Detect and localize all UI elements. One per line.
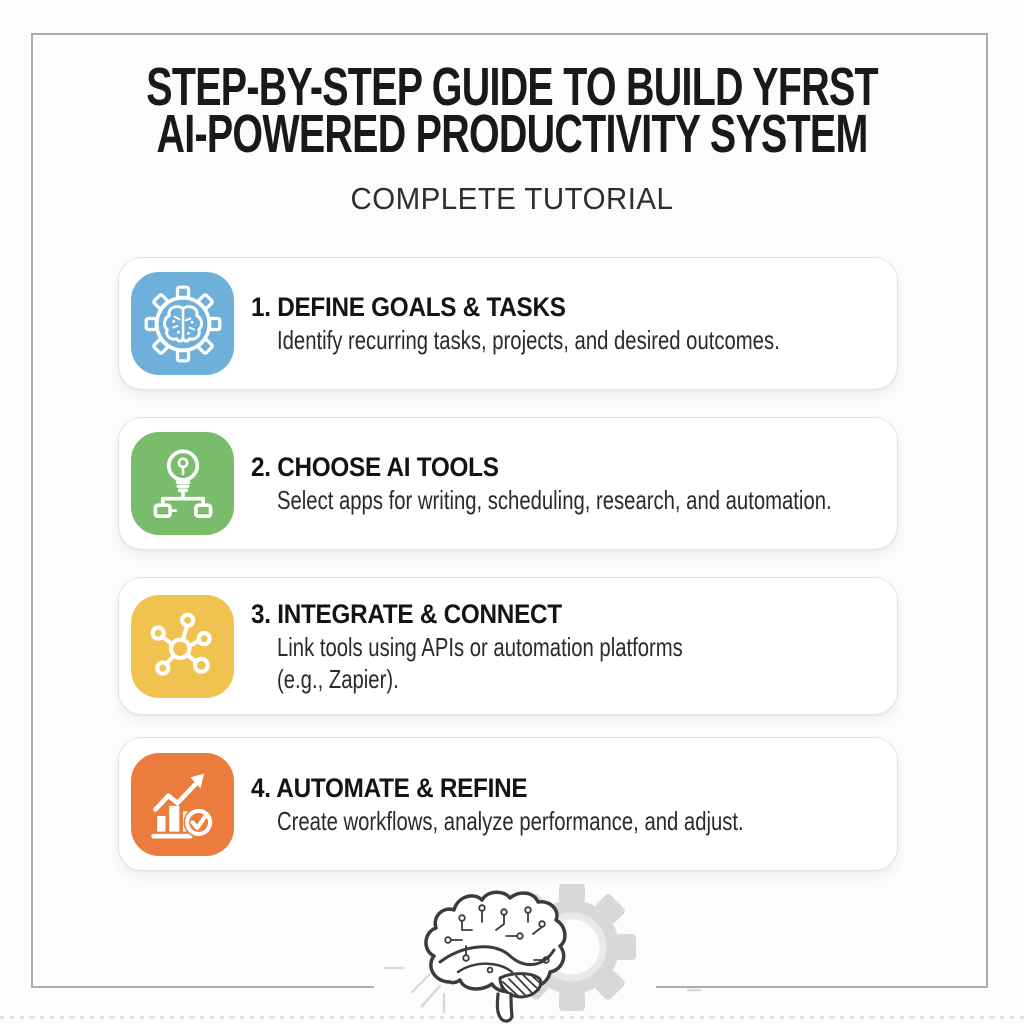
step-card-4: 4. AUTOMATE & REFINE Create workflows, a… <box>118 737 898 871</box>
lightbulb-flowchart-icon <box>131 432 234 535</box>
step-title: 3. INTEGRATE & CONNECT <box>251 598 562 629</box>
step-description: Link tools using APIs or automation plat… <box>277 631 683 662</box>
step-description: Create workflows, analyze performance, a… <box>277 805 744 836</box>
step-text-3: 3. INTEGRATE & CONNECT Link tools using … <box>251 598 797 695</box>
step-card-2: 2. CHOOSE AI TOOLS Select apps for writi… <box>118 417 898 550</box>
step-title: 4. AUTOMATE & REFINE <box>251 772 528 803</box>
step-text-2: 2. CHOOSE AI TOOLS Select apps for writi… <box>251 451 897 516</box>
step-card-1: 1. DEFINE GOALS & TASKS Identify recurri… <box>118 257 898 390</box>
step-description: Identify recurring tasks, projects, and … <box>277 325 780 355</box>
step-title: 2. CHOOSE AI TOOLS <box>251 452 499 482</box>
step-text-1: 1. DEFINE GOALS & TASKS Identify recurri… <box>251 291 897 356</box>
network-hub-icon <box>131 594 234 698</box>
header: STEP-BY-STEP GUIDE TO BUILD YFRST AI-POW… <box>0 57 1024 217</box>
growth-chart-check-icon <box>131 752 234 856</box>
page-title-line2: AI-POWERED PRODUCTIVITY SYSTEM <box>156 104 868 164</box>
gear-brain-icon <box>131 272 234 375</box>
page-title-line1: STEP-BY-STEP GUIDE TO BUILD YFRST <box>146 57 878 117</box>
brain-circuit-gear-illustration <box>383 884 702 1023</box>
page-subtitle: COMPLETE TUTORIAL <box>350 181 674 216</box>
step-card-3: 3. INTEGRATE & CONNECT Link tools using … <box>118 577 898 715</box>
step-description-line2: (e.g., Zapier). <box>277 663 399 694</box>
step-text-4: 4. AUTOMATE & REFINE Create workflows, a… <box>251 772 875 837</box>
step-description: Select apps for writing, scheduling, res… <box>277 485 832 515</box>
step-title: 1. DEFINE GOALS & TASKS <box>251 292 566 322</box>
